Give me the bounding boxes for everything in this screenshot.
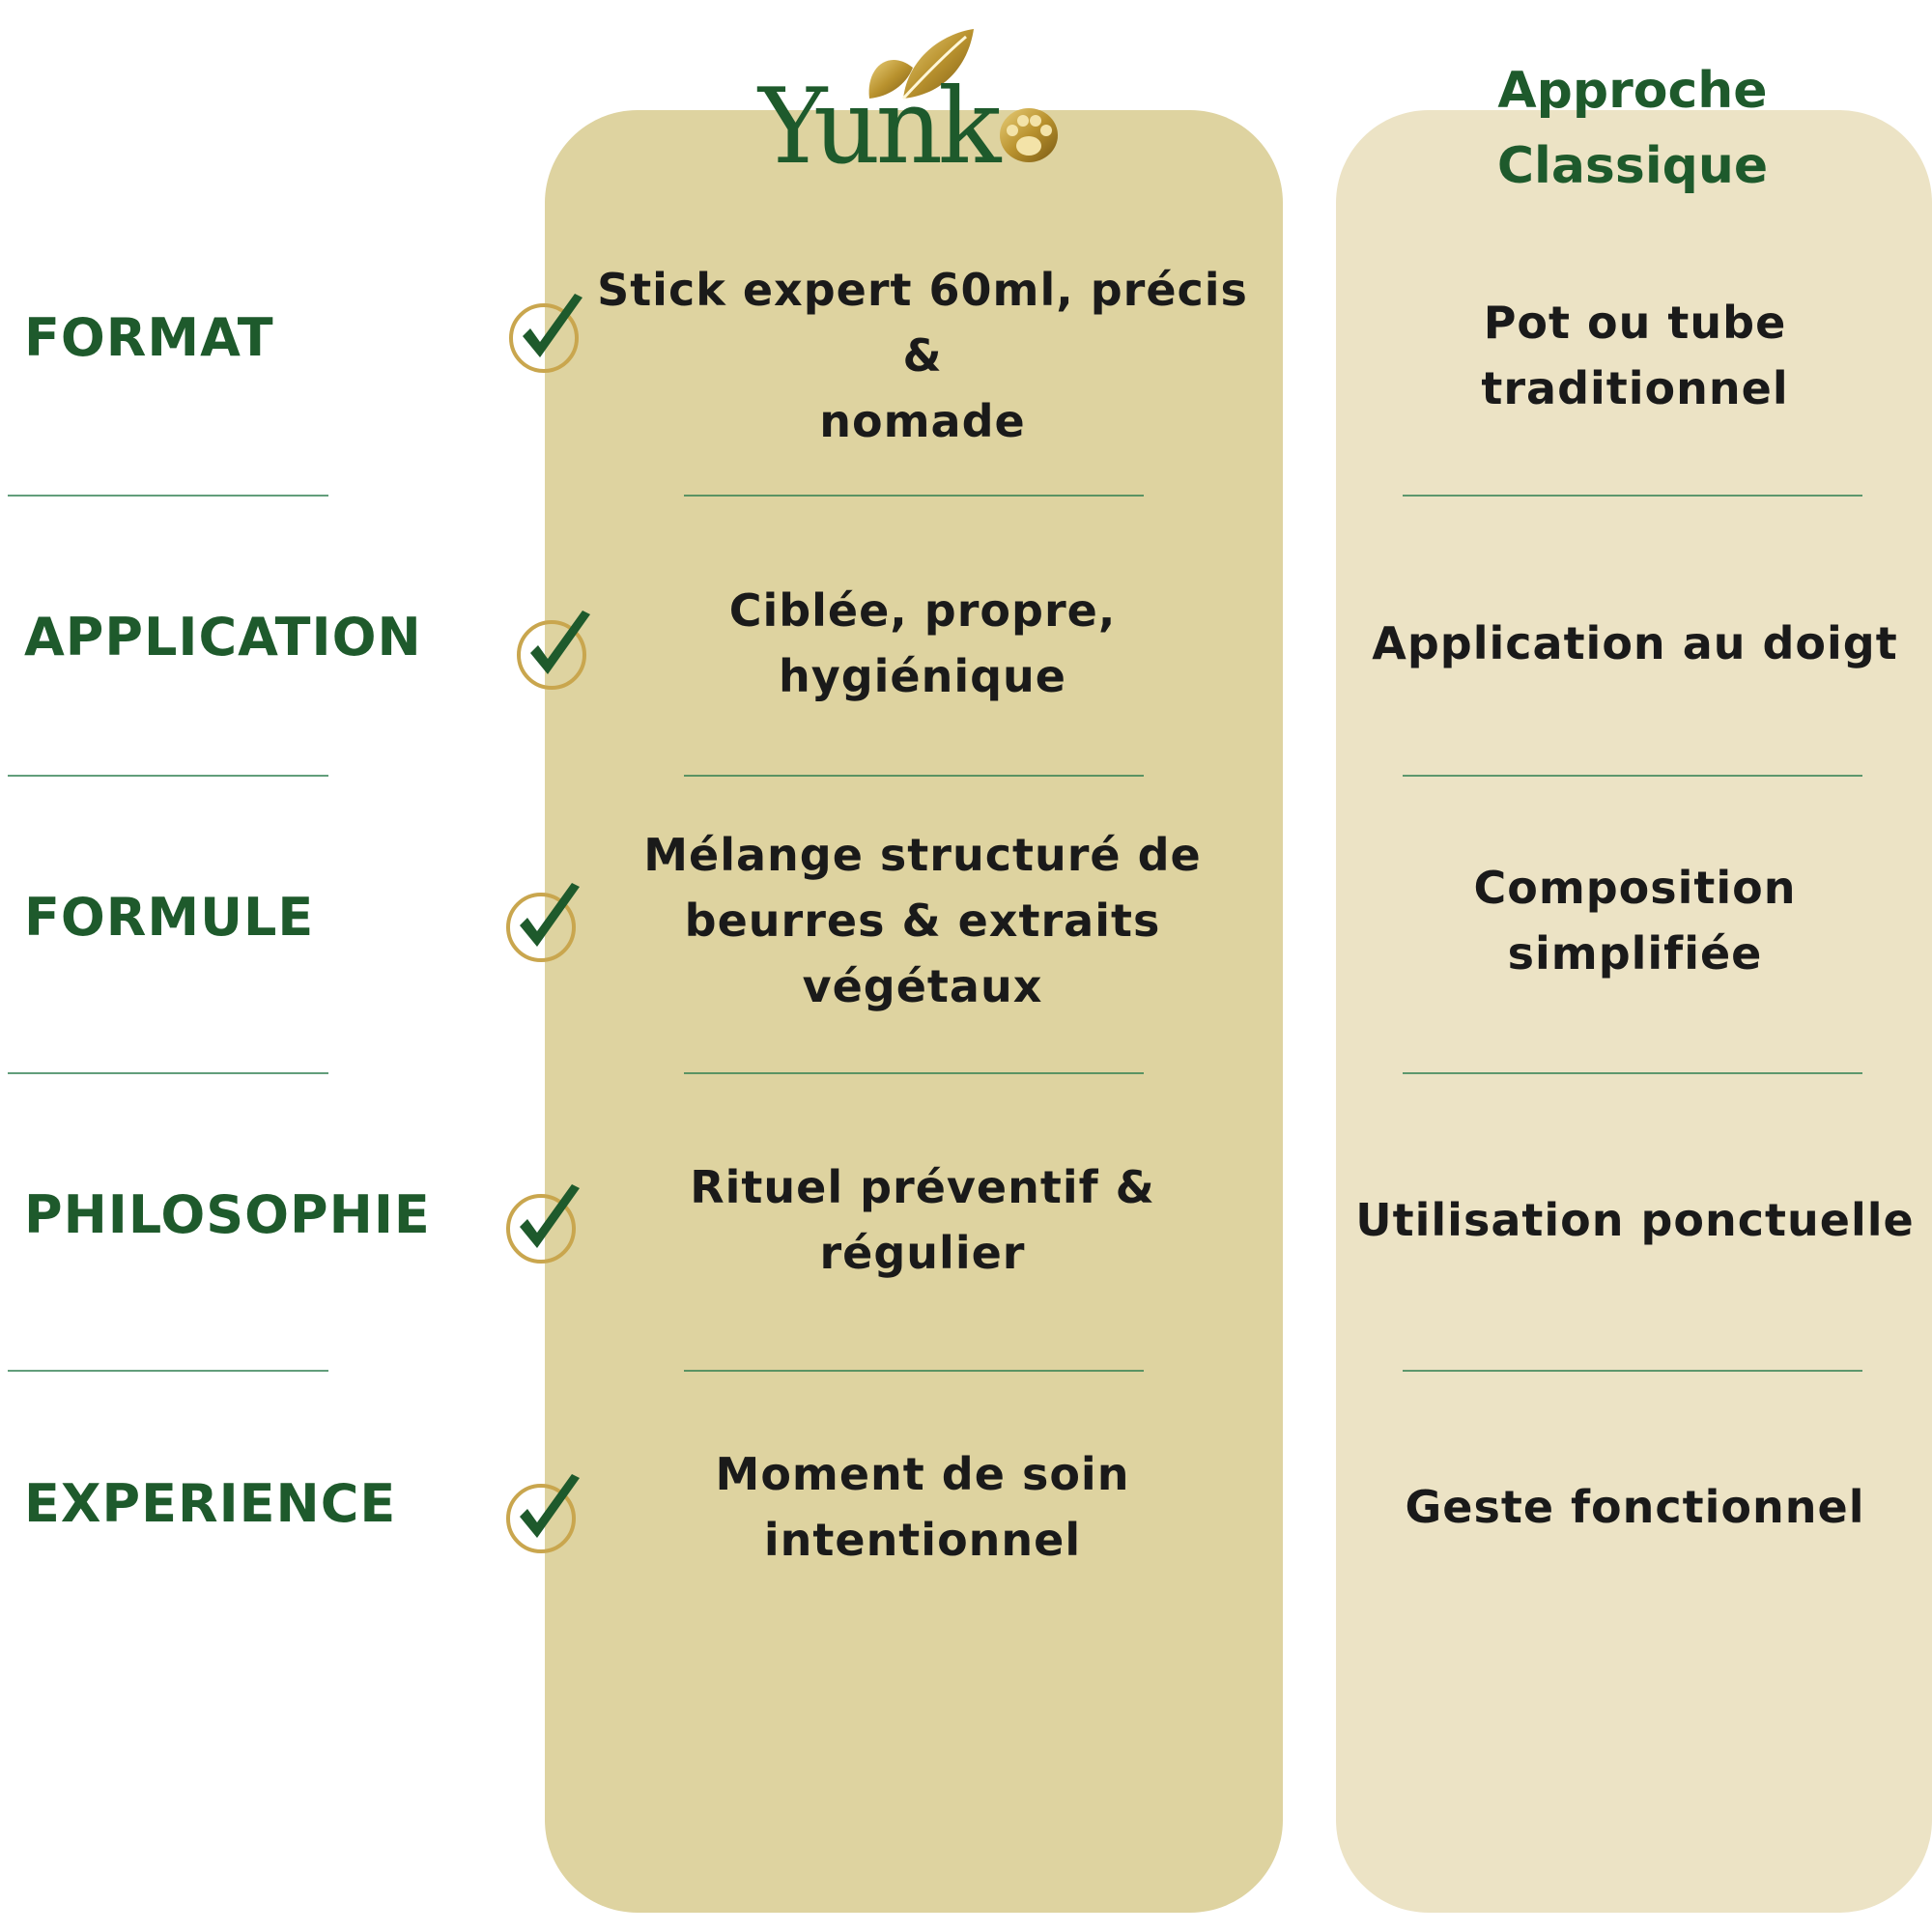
yunko-cell-philosophie: Rituel préventif & régulier <box>589 1161 1256 1279</box>
check-icon <box>507 290 592 375</box>
yunko-cell-experience-line1: Moment de soin intentionnel <box>715 1448 1130 1566</box>
row-label-formule: FORMULE <box>24 887 315 948</box>
classic-cell-experience: Geste fonctionnel <box>1405 1481 1865 1533</box>
yunko-cell-format-line1: Stick expert 60ml, précis & <box>597 264 1248 382</box>
classic-approach-title: Approche Classique <box>1401 53 1864 204</box>
brand-wordmark: Yunk <box>758 67 1001 187</box>
row-divider <box>8 1072 328 1074</box>
yunko-cell-experience: Moment de soin intentionnel <box>589 1448 1256 1566</box>
classic-column-panel <box>1336 110 1932 1913</box>
check-icon <box>515 607 600 692</box>
check-icon <box>504 879 589 964</box>
classic-title-line1: Approche <box>1497 62 1768 120</box>
yunko-cell-formule-line1: Mélange structuré de <box>643 829 1202 881</box>
row-divider <box>684 1370 1144 1372</box>
yunko-cell-formule: Mélange structuré de beurres & extraits v… <box>589 829 1256 1012</box>
classic-cell-formule: Composition simplifiée <box>1473 862 1797 980</box>
row-divider <box>1403 495 1862 497</box>
classic-cell-format: Pot ou tube traditionnel <box>1481 297 1789 414</box>
row-divider <box>1403 1370 1862 1372</box>
check-icon <box>504 1470 589 1555</box>
row-label-application: APPLICATION <box>24 607 422 668</box>
leaf-icon <box>868 29 974 100</box>
row-label-philosophie: PHILOSOPHIE <box>24 1184 431 1245</box>
row-divider <box>684 1072 1144 1074</box>
yunko-cell-application: Ciblée, propre, hygiénique <box>589 584 1256 702</box>
check-icon <box>504 1180 589 1265</box>
yunko-cell-application-line1: Ciblée, propre, hygiénique <box>728 584 1117 702</box>
row-divider <box>8 775 328 777</box>
row-label-format: FORMAT <box>24 307 274 368</box>
row-divider <box>1403 1072 1862 1074</box>
yunko-column-panel <box>545 110 1283 1913</box>
row-label-experience: EXPERIENCE <box>24 1473 397 1534</box>
yunko-cell-philosophie-line1: Rituel préventif & régulier <box>690 1161 1155 1279</box>
row-divider <box>684 775 1144 777</box>
classic-cell-application: Application au doigt <box>1372 617 1898 669</box>
yunko-cell-format: Stick expert 60ml, précis & nomade <box>589 264 1256 447</box>
row-divider <box>1403 775 1862 777</box>
row-divider <box>8 495 328 497</box>
yunko-cell-formule-line2: beurres & extraits végétaux <box>684 895 1161 1012</box>
classic-title-line2: Classique <box>1496 137 1769 195</box>
classic-cell-philosophie: Utilisation ponctuelle <box>1355 1194 1915 1246</box>
row-divider <box>684 495 1144 497</box>
brand-logo: Yunk <box>758 29 1067 180</box>
row-divider <box>8 1370 328 1372</box>
yunko-cell-format-line2: nomade <box>819 395 1026 447</box>
paw-icon <box>1000 108 1058 162</box>
